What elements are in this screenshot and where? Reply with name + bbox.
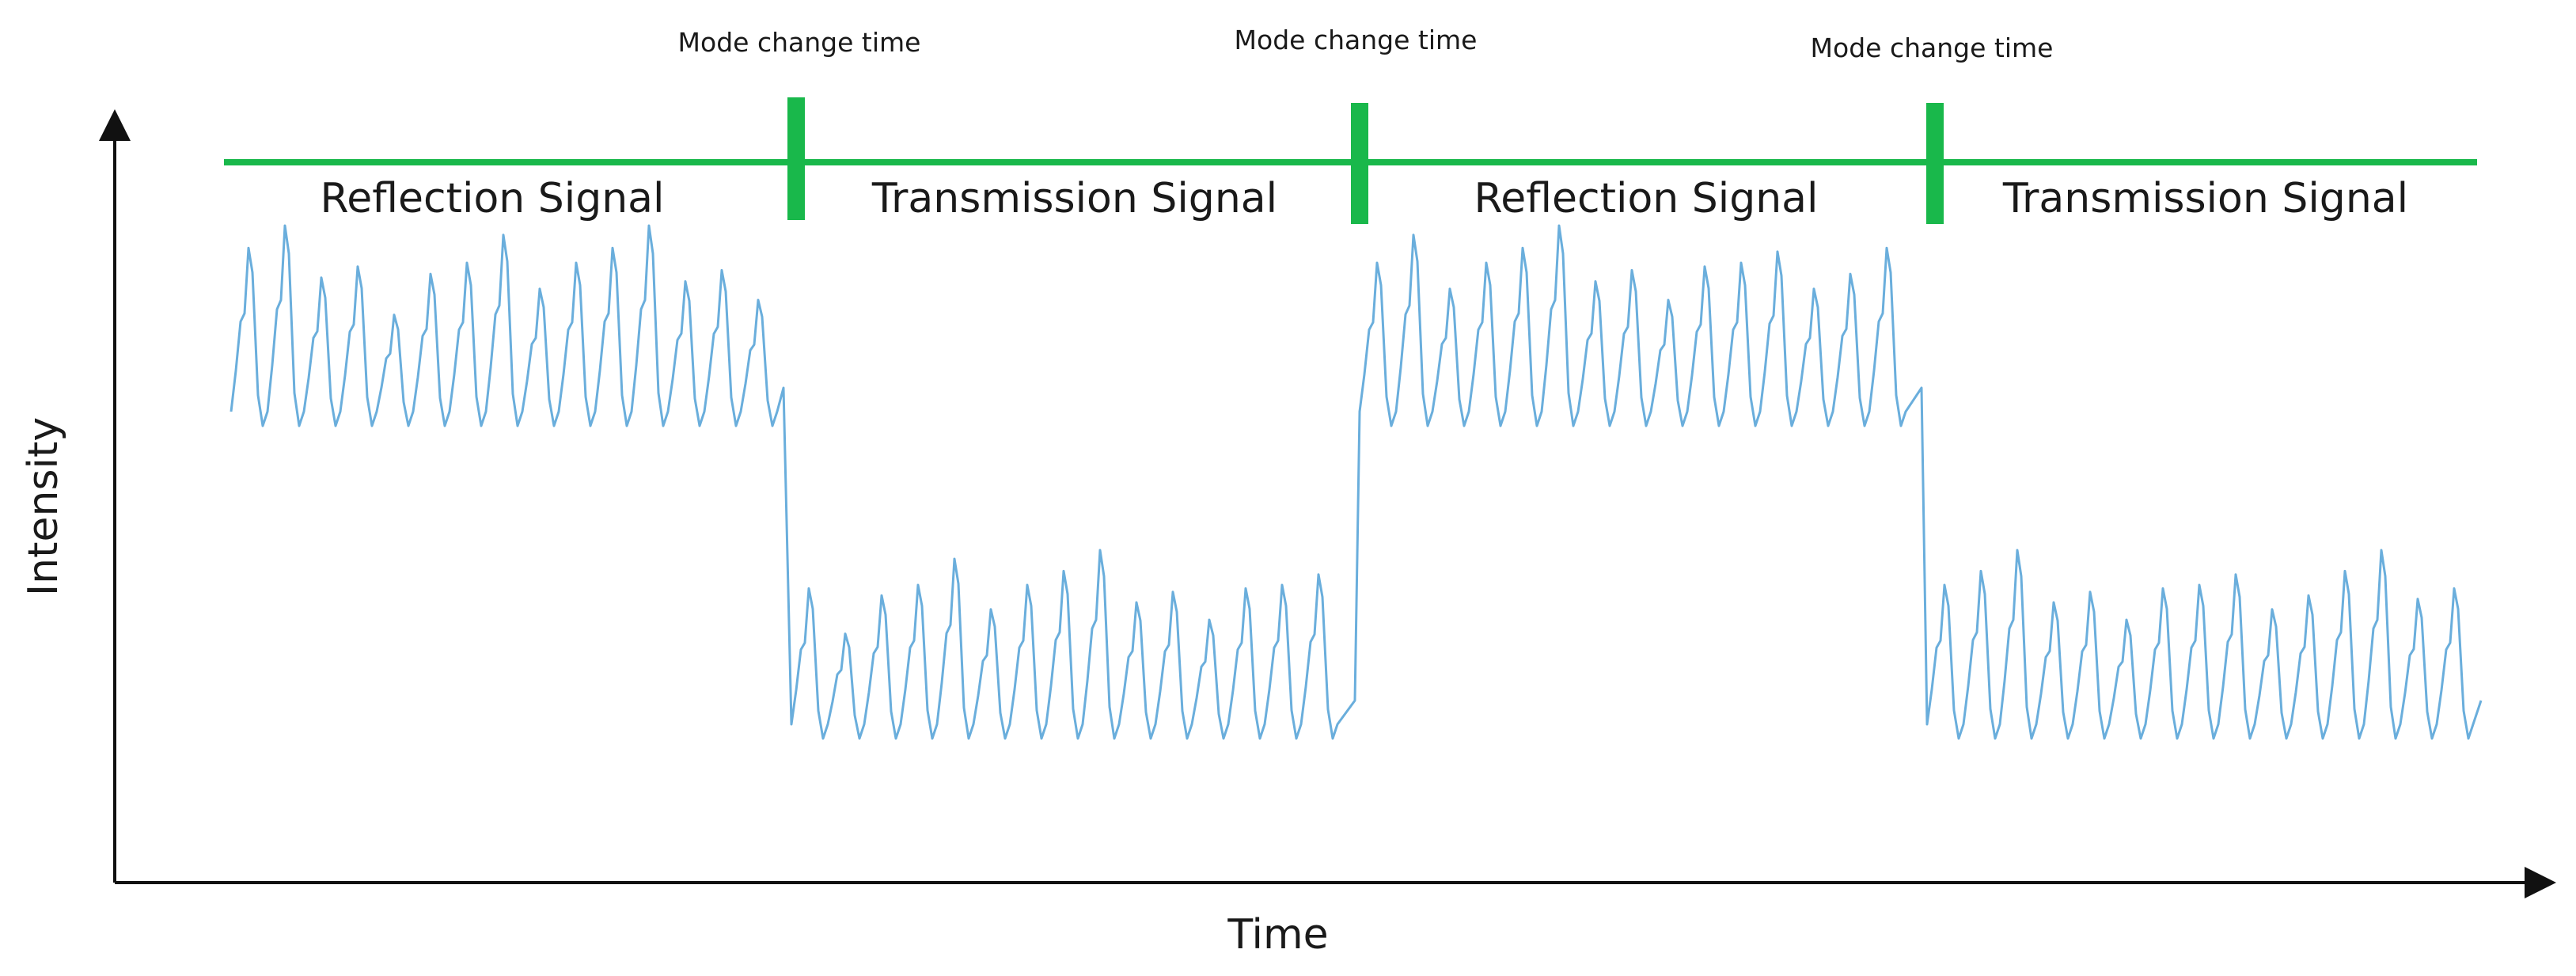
mode-change-marker-1 [787, 97, 805, 220]
mode-change-label-3: Mode change time [1811, 32, 2054, 63]
y-axis-label: Intensity [20, 417, 67, 596]
x-axis-label: Time [1227, 911, 1328, 959]
mode-change-marker-3 [1926, 103, 1944, 224]
section-label-reflection-1: Reflection Signal [321, 175, 665, 222]
signal-waveform [230, 224, 2483, 740]
mode-change-label-1: Mode change time [678, 27, 921, 58]
mode-change-label-2: Mode change time [1235, 25, 1478, 55]
section-label-transmission-1: Transmission Signal [871, 175, 1277, 222]
mode-change-marker-2 [1351, 103, 1368, 224]
section-label-reflection-2: Reflection Signal [1474, 175, 1819, 222]
section-label-transmission-2: Transmission Signal [2002, 175, 2408, 222]
